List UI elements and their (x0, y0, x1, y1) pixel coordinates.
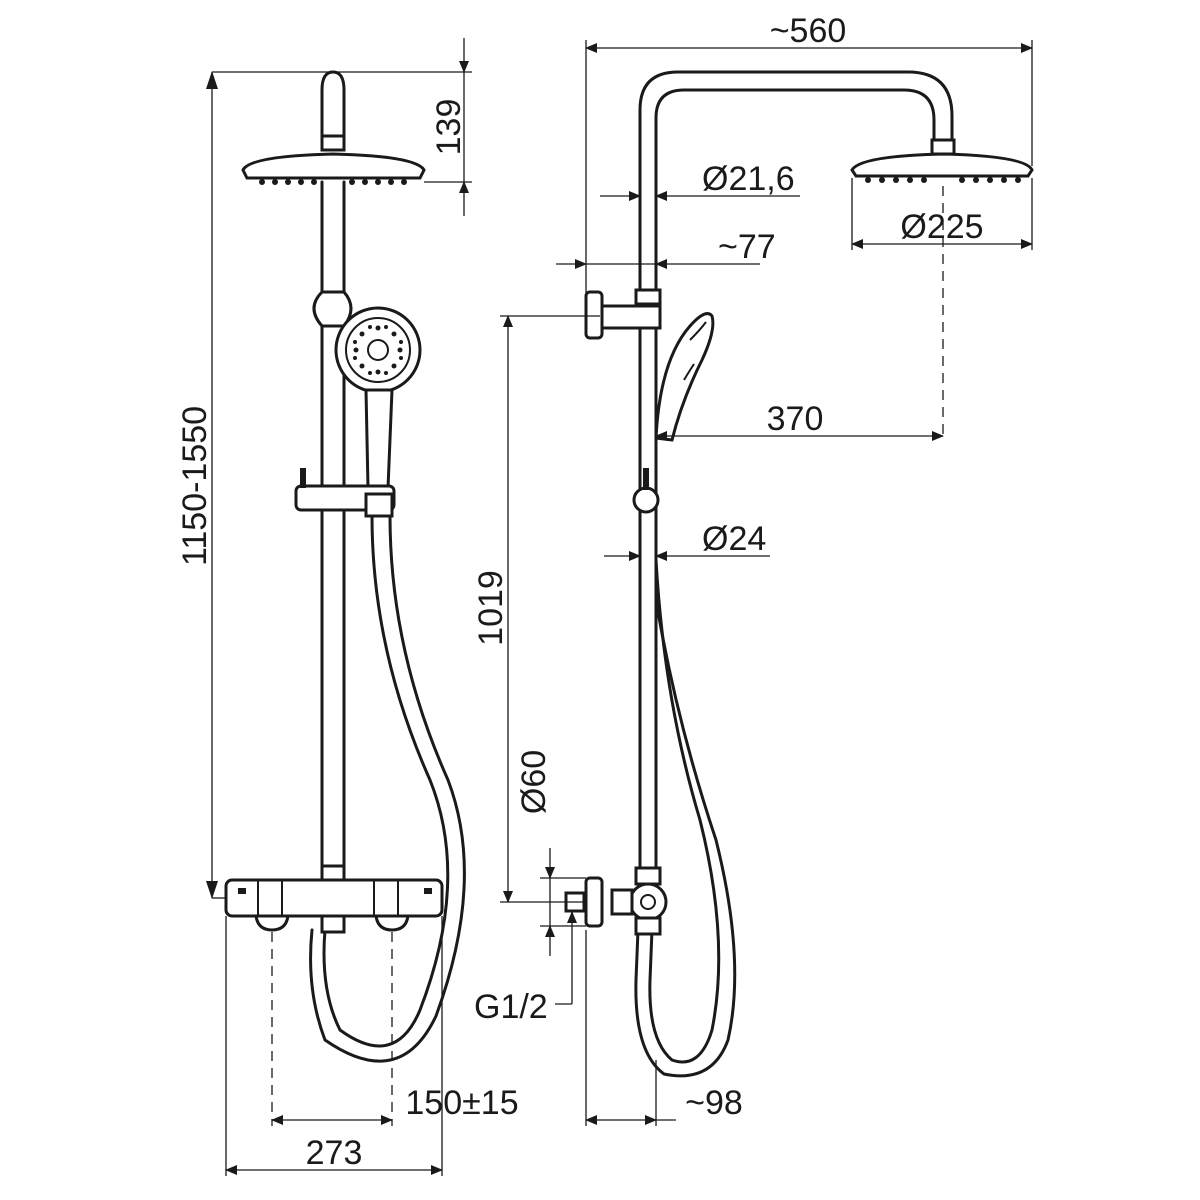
front-hand-shower-handle (364, 388, 394, 490)
side-hose-outer (648, 558, 721, 1064)
dim-thread: G1/2 (474, 988, 548, 1026)
side-mixer-outlet (634, 916, 662, 936)
dim-rail-diameter: Ø24 (702, 520, 766, 558)
side-bracket-collar (634, 288, 662, 306)
side-arm-collar (930, 138, 956, 156)
dim-head-height: 139 (430, 99, 468, 156)
front-hose-connector (364, 492, 394, 518)
dim-top-width: ~560 (770, 12, 847, 50)
side-view (564, 70, 1034, 1078)
dim-head-diameter: Ø225 (900, 208, 983, 246)
dim-inlet-spacing: 150±15 (405, 1084, 518, 1122)
front-upper-pipe (320, 70, 346, 142)
side-slider (632, 486, 660, 514)
front-overhead-shower-head (241, 152, 426, 180)
dimension-labels: ~560 139 Ø21,6 ~77 Ø225 370 Ø24 1150-155… (176, 12, 984, 1172)
dim-pipe-offset: ~77 (718, 228, 776, 266)
side-hand-shower (654, 312, 715, 442)
front-hose-inner (309, 514, 466, 1063)
side-mixer-connector (610, 888, 634, 916)
front-hand-shower-nozzles (353, 325, 403, 375)
dim-wall-depth: ~98 (685, 1084, 743, 1122)
side-mixer-top-connector (634, 866, 662, 886)
front-head-nozzles (259, 179, 407, 185)
front-hand-shower-face (334, 306, 422, 394)
front-slider-knob (300, 468, 306, 488)
dimension-lines (206, 38, 1033, 1176)
side-wall-bracket-plate (584, 290, 604, 340)
front-left-wall-cover (254, 914, 290, 932)
dim-mixer-width: 273 (306, 1134, 363, 1172)
side-wall-bracket-arm (598, 304, 662, 330)
dim-total-height: 1150-1550 (176, 406, 214, 566)
dim-cover-diameter: Ø60 (515, 750, 553, 814)
side-mixer-body (628, 882, 668, 922)
dim-head-reach: 370 (767, 400, 824, 438)
dim-outlet-height: 1019 (472, 570, 510, 646)
front-hose-outer (322, 514, 450, 1048)
side-hose-inner (634, 598, 737, 1078)
front-view (224, 70, 466, 1063)
front-top-holder (312, 290, 353, 328)
side-head-nozzles (865, 177, 1021, 183)
side-arm-outer (638, 70, 954, 292)
dim-pipe-diameter: Ø21,6 (702, 160, 795, 198)
front-pipe-collar (320, 134, 346, 152)
side-wall-cover (584, 876, 604, 928)
front-mixer-outlet (320, 914, 346, 934)
front-right-wall-cover (374, 914, 410, 932)
side-arm-inner (654, 88, 936, 292)
side-overhead-shower-head (850, 152, 1034, 178)
